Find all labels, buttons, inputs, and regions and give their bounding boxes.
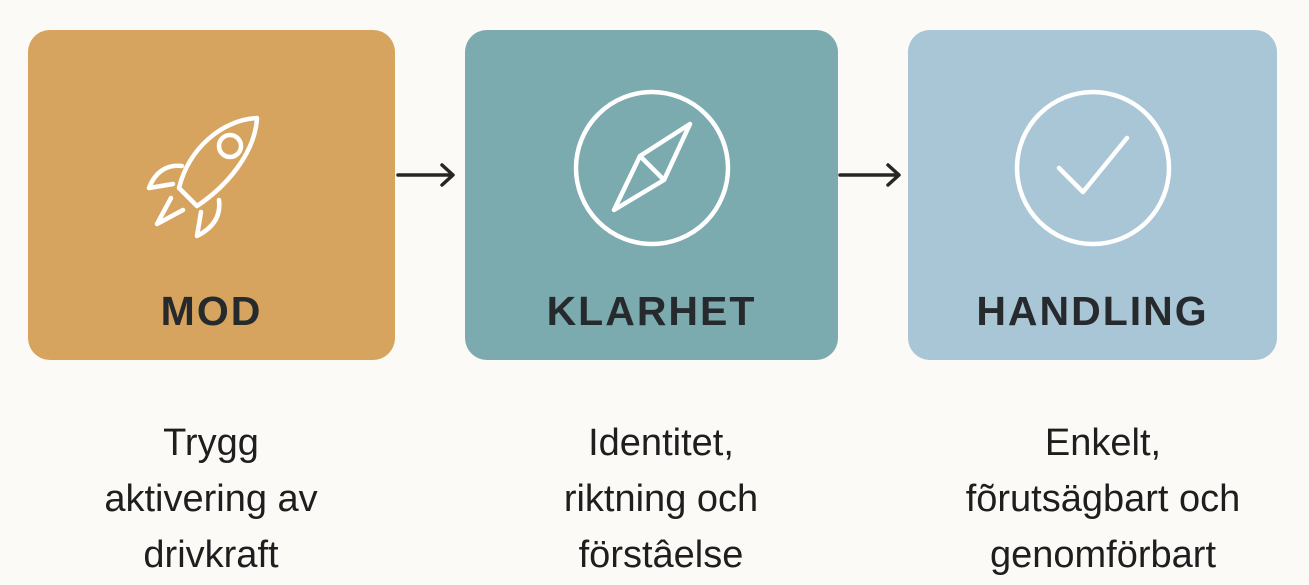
step-label: KLARHET xyxy=(546,288,757,334)
rocket-icon xyxy=(146,115,259,239)
arrow-right-icon xyxy=(838,163,901,187)
step-label: MOD xyxy=(160,288,263,334)
step-mod-caption: Trygg aktivering av drivkraft xyxy=(11,415,411,583)
compass-icon xyxy=(573,89,730,247)
step-handling-caption: Enkelt, fõrutsägbart och genomförbart xyxy=(903,415,1303,583)
check-circle-icon xyxy=(1014,89,1171,247)
step-mod-box: MOD xyxy=(28,30,395,360)
step-klarhet-box: KLARHET xyxy=(465,30,838,360)
caption-line: Trygg xyxy=(163,422,259,464)
step-handling-box: HANDLING xyxy=(908,30,1277,360)
caption-line: Enkelt, xyxy=(1044,422,1162,464)
caption-line: riktning och xyxy=(563,478,759,520)
step-label: HANDLING xyxy=(976,288,1209,334)
caption-line: genomförbart xyxy=(989,534,1216,576)
caption-line: aktivering av xyxy=(104,478,318,520)
arrow-right-icon xyxy=(396,163,455,187)
caption-line: förstâelse xyxy=(578,534,744,576)
caption-line: fõrutsägbart och xyxy=(965,478,1241,520)
step-klarhet-caption: Identitet, riktning och förstâelse xyxy=(461,415,861,583)
caption-line: Identitet, xyxy=(588,422,734,464)
caption-line: drivkraft xyxy=(143,534,279,576)
